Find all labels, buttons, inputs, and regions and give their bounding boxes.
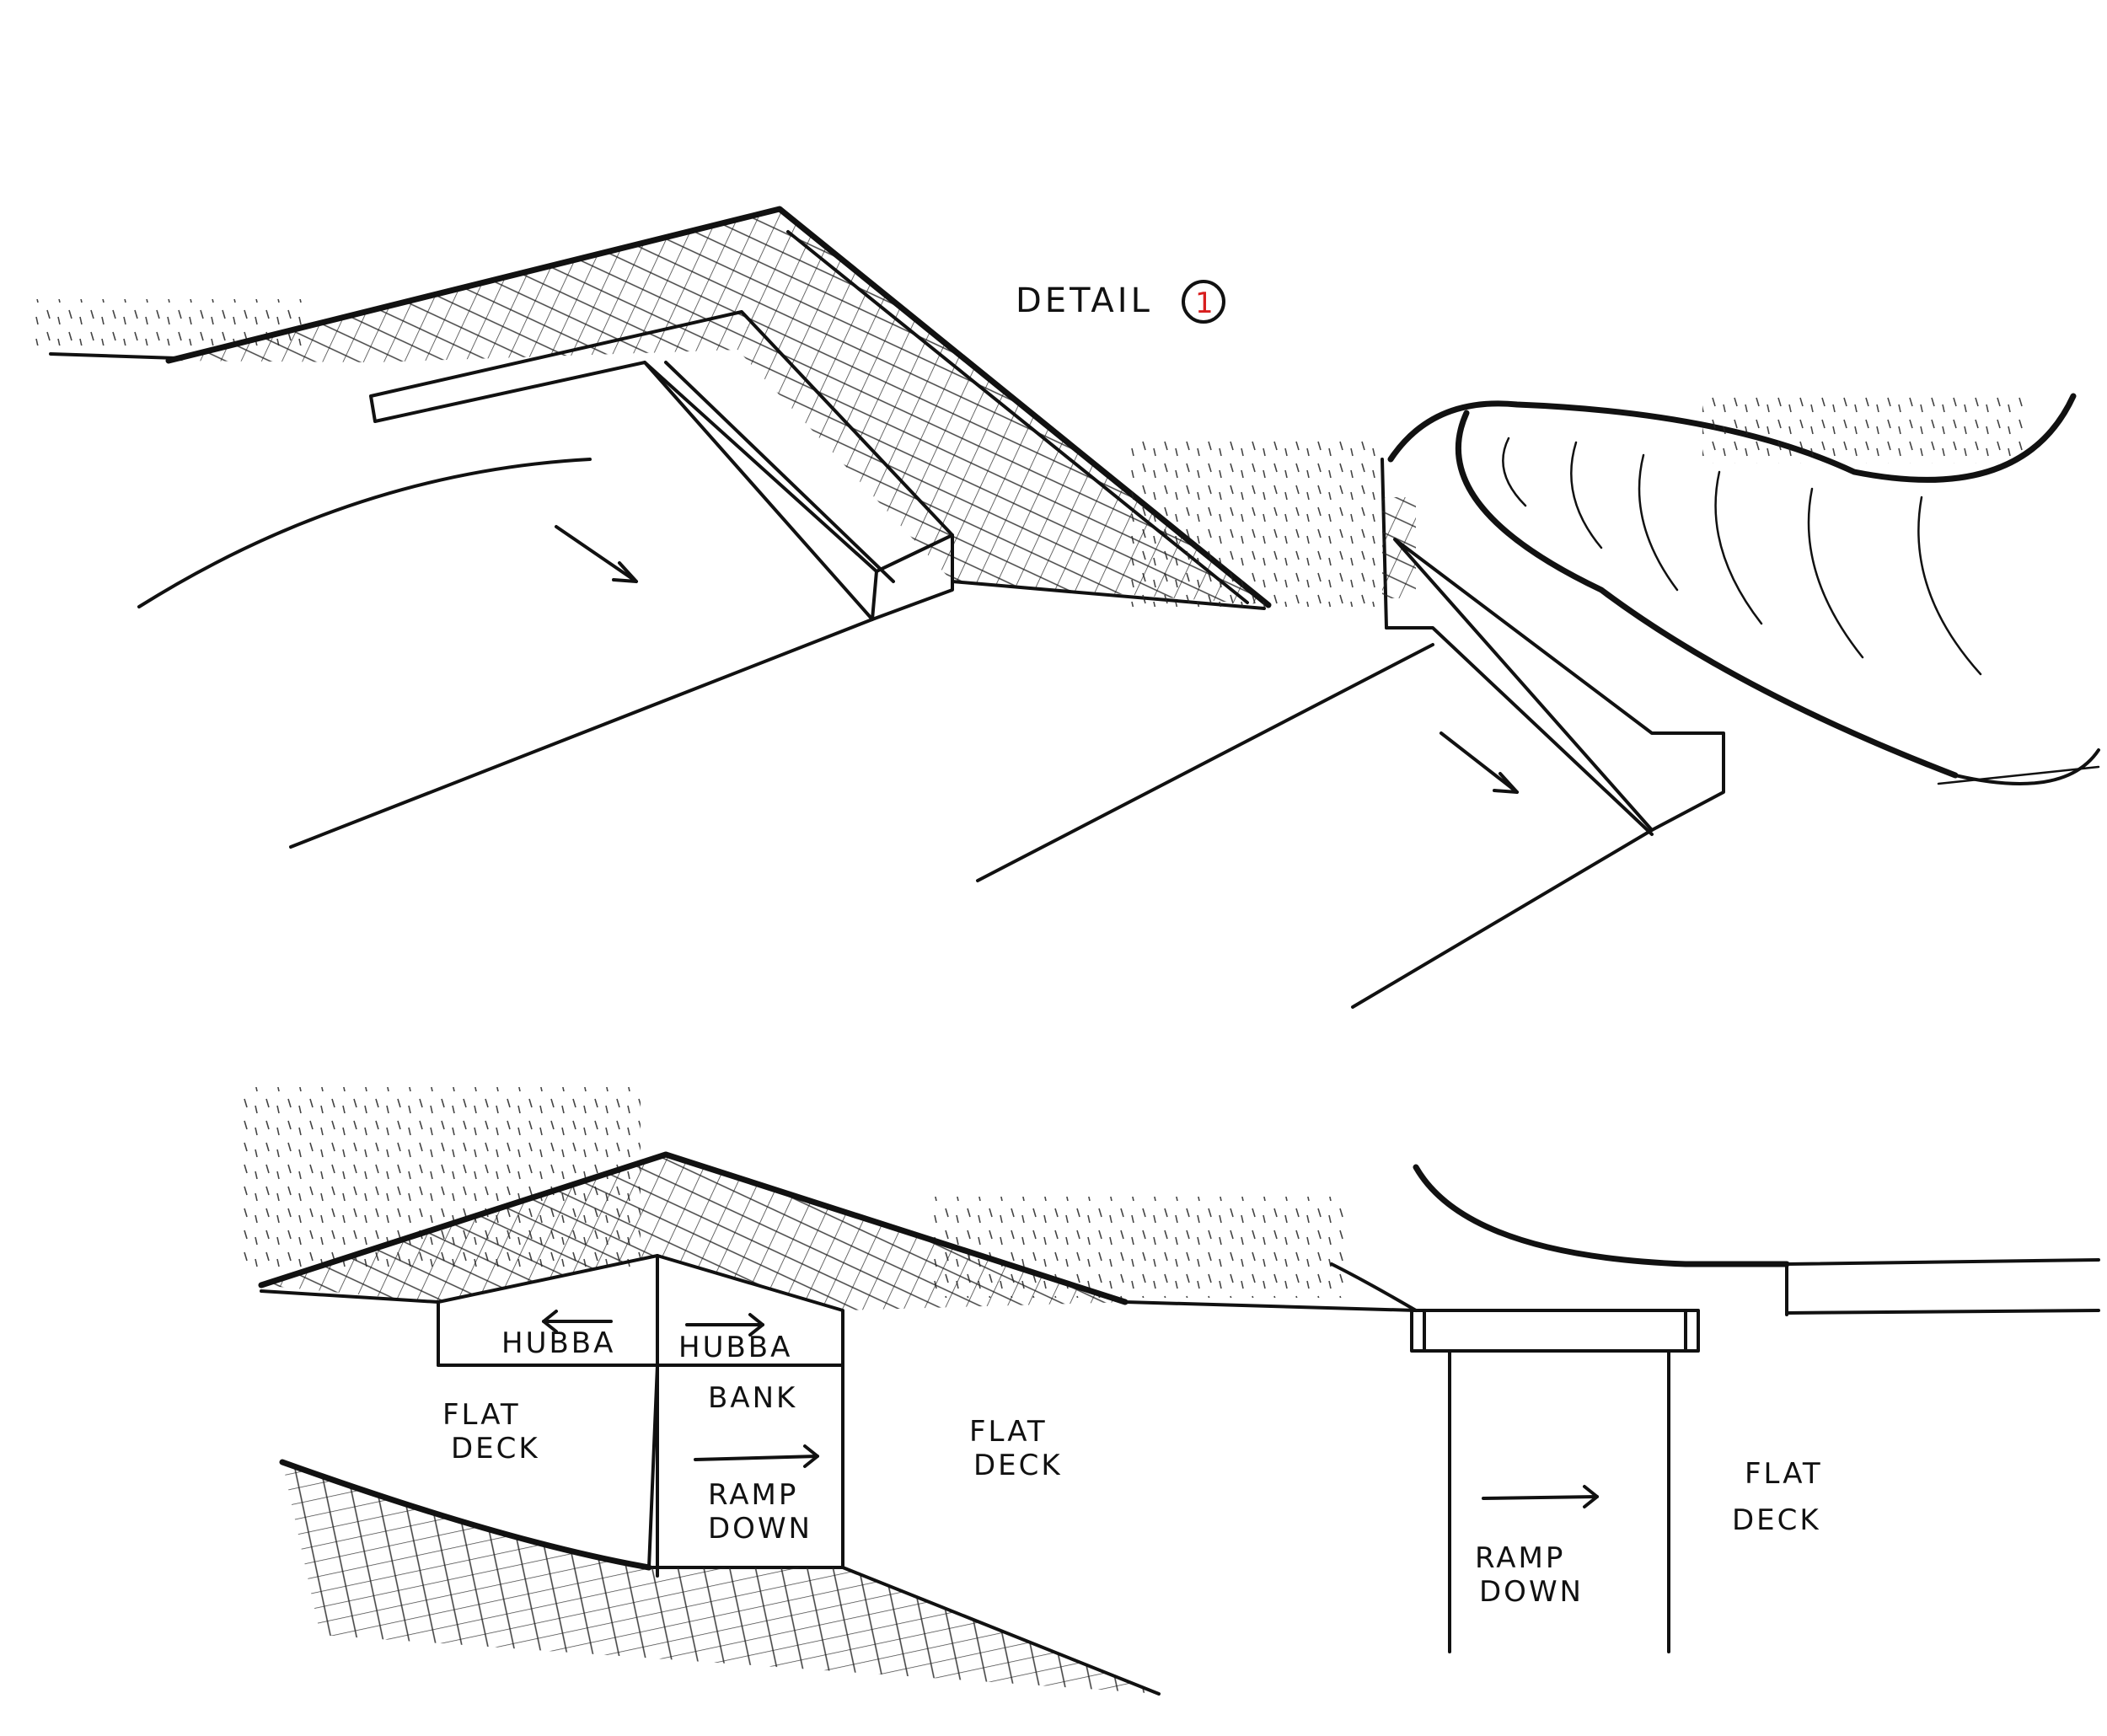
ground-line-right-2 (1351, 828, 1654, 1009)
ground-line-middle (289, 618, 874, 849)
flat-deck-2-line-1: FLAT (969, 1415, 1048, 1449)
flat-deck-1-line-1: FLAT (442, 1398, 521, 1432)
pool-lip-line (1330, 1262, 1418, 1312)
direction-arrow-right-head (1493, 772, 1519, 794)
brick-slope-bottom-edge (841, 1566, 1161, 1696)
pool-curve-elevation (1413, 1164, 1790, 1267)
detail-label: DETAIL (1016, 281, 1153, 320)
top-perspective-view: DETAIL 1 (34, 206, 2100, 1009)
bank-ridge-line (165, 206, 1272, 608)
hubba-block-outline (437, 1254, 844, 1367)
ramp-down-2-line-1: RAMP (1475, 1541, 1565, 1575)
grass-texture-right (1702, 396, 2023, 463)
pool-bowl-contour-2 (1570, 441, 1603, 549)
direction-arrow-right (1440, 731, 1519, 794)
pool-rim-line (1937, 765, 2100, 785)
coping-bottom-line (1785, 1309, 2100, 1315)
hubba-ledge-side (871, 533, 954, 621)
bank-column-left (647, 1364, 659, 1569)
ledge-top-front (1385, 626, 1654, 836)
bank-slope-surface (169, 211, 1268, 605)
flat-deck-3-line-1: FLAT (1745, 1457, 1823, 1491)
ramp-arrow (1482, 1495, 1599, 1500)
direction-arrow-left (555, 525, 638, 583)
pool-bowl-contour-6 (1917, 496, 1982, 676)
bank-arrow-head (803, 1444, 819, 1468)
hubba-left-arrow-head (542, 1310, 558, 1333)
gable-bank-outline (258, 1151, 1129, 1305)
detail-number: 1 (1195, 287, 1214, 320)
pool-coping-inner (1456, 410, 1959, 779)
ground-line-elevation (1123, 1300, 1418, 1312)
coping-line-right (1785, 1258, 2100, 1266)
flat-deck-3-line-2: DECK (1732, 1503, 1821, 1537)
flat-deck-1-line-2: DECK (451, 1432, 540, 1465)
hubba-left-label: HUBBA (501, 1326, 615, 1360)
hubba-right-label: HUBBA (678, 1331, 792, 1364)
bank-label: BANK (708, 1381, 797, 1415)
ledge-front-edge (1393, 538, 1725, 832)
bottom-elevation-view: HUBBA HUBBA BANK RAMP DOWN FLAT DECK FLA… (236, 1087, 2100, 1696)
flat-deck-2-line-2: DECK (973, 1449, 1063, 1482)
ramp-arrow-head (1583, 1485, 1599, 1508)
bank-arrow (694, 1455, 819, 1461)
gable-bank-base (260, 1289, 440, 1304)
pool-bowl-contour-4 (1714, 470, 1763, 625)
brick-slope-top-edge (279, 1459, 652, 1571)
hubba-right-arrow-head (748, 1313, 764, 1337)
ground-line-left (49, 352, 179, 360)
direction-arrow-left-head (612, 561, 638, 583)
detail-number-circle (1182, 280, 1225, 324)
hubba-ledge-edge (643, 361, 874, 621)
gable-bank-surface (261, 1155, 1129, 1310)
pool-bowl-contour-3 (1638, 453, 1679, 592)
pool-bowl-contour-1 (1502, 437, 1527, 507)
ramp-down-1-line-1: RAMP (708, 1478, 798, 1512)
ground-curve-left (137, 458, 592, 608)
ramp-down-2-line-2: DOWN (1479, 1575, 1584, 1609)
ramp-down-1-line-2: DOWN (708, 1512, 812, 1546)
ledge-cap (1410, 1309, 1700, 1353)
ledge-post-shade (1382, 497, 1416, 598)
hubba-ledge-edge-2 (664, 361, 895, 583)
grass-texture-middle (1129, 438, 1382, 607)
brick-slope-surface (282, 1462, 1159, 1694)
ground-line-right-1 (976, 643, 1434, 882)
pool-bowl-contour-5 (1807, 487, 1864, 659)
